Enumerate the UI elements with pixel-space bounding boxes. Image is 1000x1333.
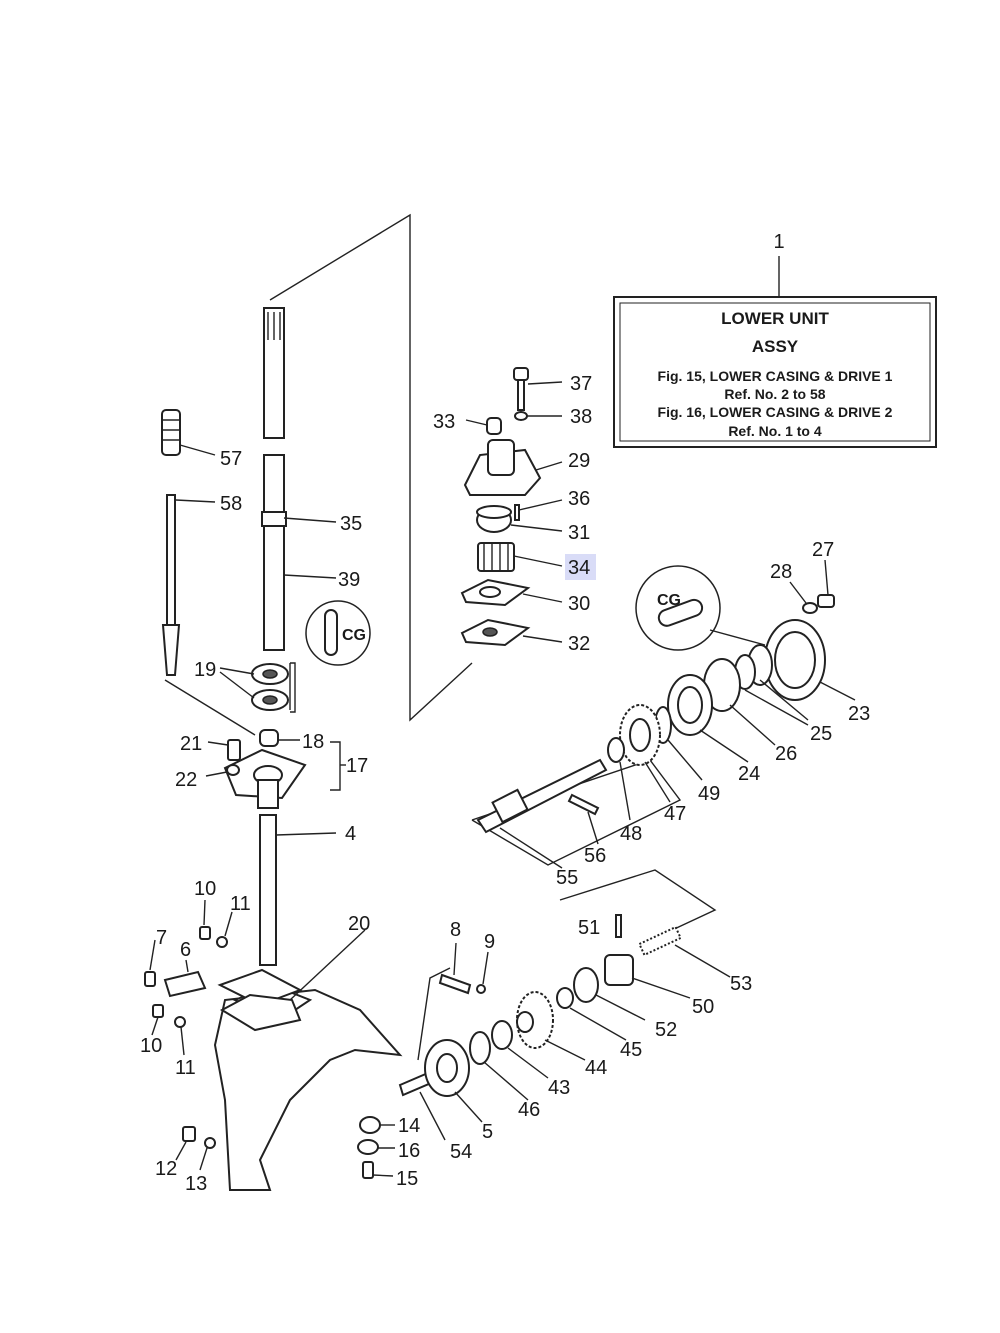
title-box-line6: Ref. No. 1 to 4 [728, 423, 822, 439]
label-10-bottom: 10 [140, 1035, 162, 1057]
label-7: 7 [156, 927, 167, 949]
label-57: 57 [220, 448, 242, 470]
label-4: 4 [345, 823, 356, 845]
label-55: 55 [556, 867, 578, 889]
label-38: 38 [570, 406, 592, 428]
label-6: 6 [180, 939, 191, 961]
impeller-part-34 [477, 542, 563, 572]
reverse-gear-group [398, 914, 731, 1141]
label-10-top: 10 [194, 878, 216, 900]
label-11-bottom: 11 [175, 1057, 196, 1079]
label-9: 9 [484, 931, 495, 953]
label-29: 29 [568, 450, 590, 472]
water-pump-group [460, 367, 563, 647]
label-30: 30 [568, 593, 590, 615]
label-36: 36 [568, 488, 590, 510]
title-box: 1 LOWER UNIT ASSY Fig. 15, LOWER CASING … [613, 231, 937, 448]
detail-mark-right: CG [657, 592, 681, 609]
label-51: 51 [578, 917, 600, 939]
label-26: 26 [775, 743, 797, 765]
label-32: 32 [568, 633, 590, 655]
label-31: 31 [568, 522, 590, 544]
title-box-line5: Fig. 16, LOWER CASING & DRIVE 2 [658, 404, 893, 420]
label-45: 45 [620, 1039, 642, 1061]
label-44: 44 [585, 1057, 607, 1079]
label-54: 54 [450, 1141, 472, 1163]
title-box-line3: Fig. 15, LOWER CASING & DRIVE 1 [658, 368, 893, 384]
label-53: 53 [730, 973, 752, 995]
label-50: 50 [692, 996, 714, 1018]
label-39: 39 [338, 569, 360, 591]
detail-callout-left: CG [305, 600, 371, 666]
detail-mark-left: CG [342, 627, 366, 644]
label-23: 23 [848, 703, 870, 725]
title-box-line4: Ref. No. 2 to 58 [724, 386, 825, 402]
label-28: 28 [770, 561, 792, 583]
label-27: 27 [812, 539, 834, 561]
label-5: 5 [482, 1121, 493, 1143]
part-number-labels: 37 38 33 29 36 31 34 30 32 57 58 35 39 1… [140, 373, 870, 1195]
label-33: 33 [433, 411, 455, 433]
label-56: 56 [584, 845, 606, 867]
label-34: 34 [568, 557, 590, 579]
label-8: 8 [450, 919, 461, 941]
label-15: 15 [396, 1168, 418, 1190]
title-box-ref-label: 1 [773, 231, 784, 253]
label-58: 58 [220, 493, 242, 515]
label-19: 19 [194, 659, 216, 681]
group-frame-lines [164, 213, 717, 1061]
label-21: 21 [180, 733, 202, 755]
label-17: 17 [346, 755, 368, 777]
label-46: 46 [518, 1099, 540, 1121]
label-22: 22 [175, 769, 197, 791]
drive-shaft-assembly [161, 307, 346, 966]
label-35: 35 [340, 513, 362, 535]
label-49: 49 [698, 783, 720, 805]
label-13: 13 [185, 1173, 207, 1195]
label-48: 48 [620, 823, 642, 845]
label-14: 14 [398, 1115, 420, 1137]
label-37: 37 [570, 373, 592, 395]
lower-casing-group [144, 899, 403, 1191]
title-box-line2: ASSY [752, 337, 799, 356]
label-47: 47 [664, 803, 686, 825]
label-52: 52 [655, 1019, 677, 1041]
label-18: 18 [302, 731, 324, 753]
label-11-top: 11 [230, 893, 251, 915]
title-box-line1: LOWER UNIT [721, 309, 829, 328]
label-43: 43 [548, 1077, 570, 1099]
label-20: 20 [348, 913, 370, 935]
prop-shaft-gear-group: CG [476, 559, 856, 869]
highlight-box-34 [565, 554, 596, 580]
label-25: 25 [810, 723, 832, 745]
label-16: 16 [398, 1140, 420, 1162]
label-24: 24 [738, 763, 760, 785]
label-12: 12 [155, 1158, 177, 1180]
